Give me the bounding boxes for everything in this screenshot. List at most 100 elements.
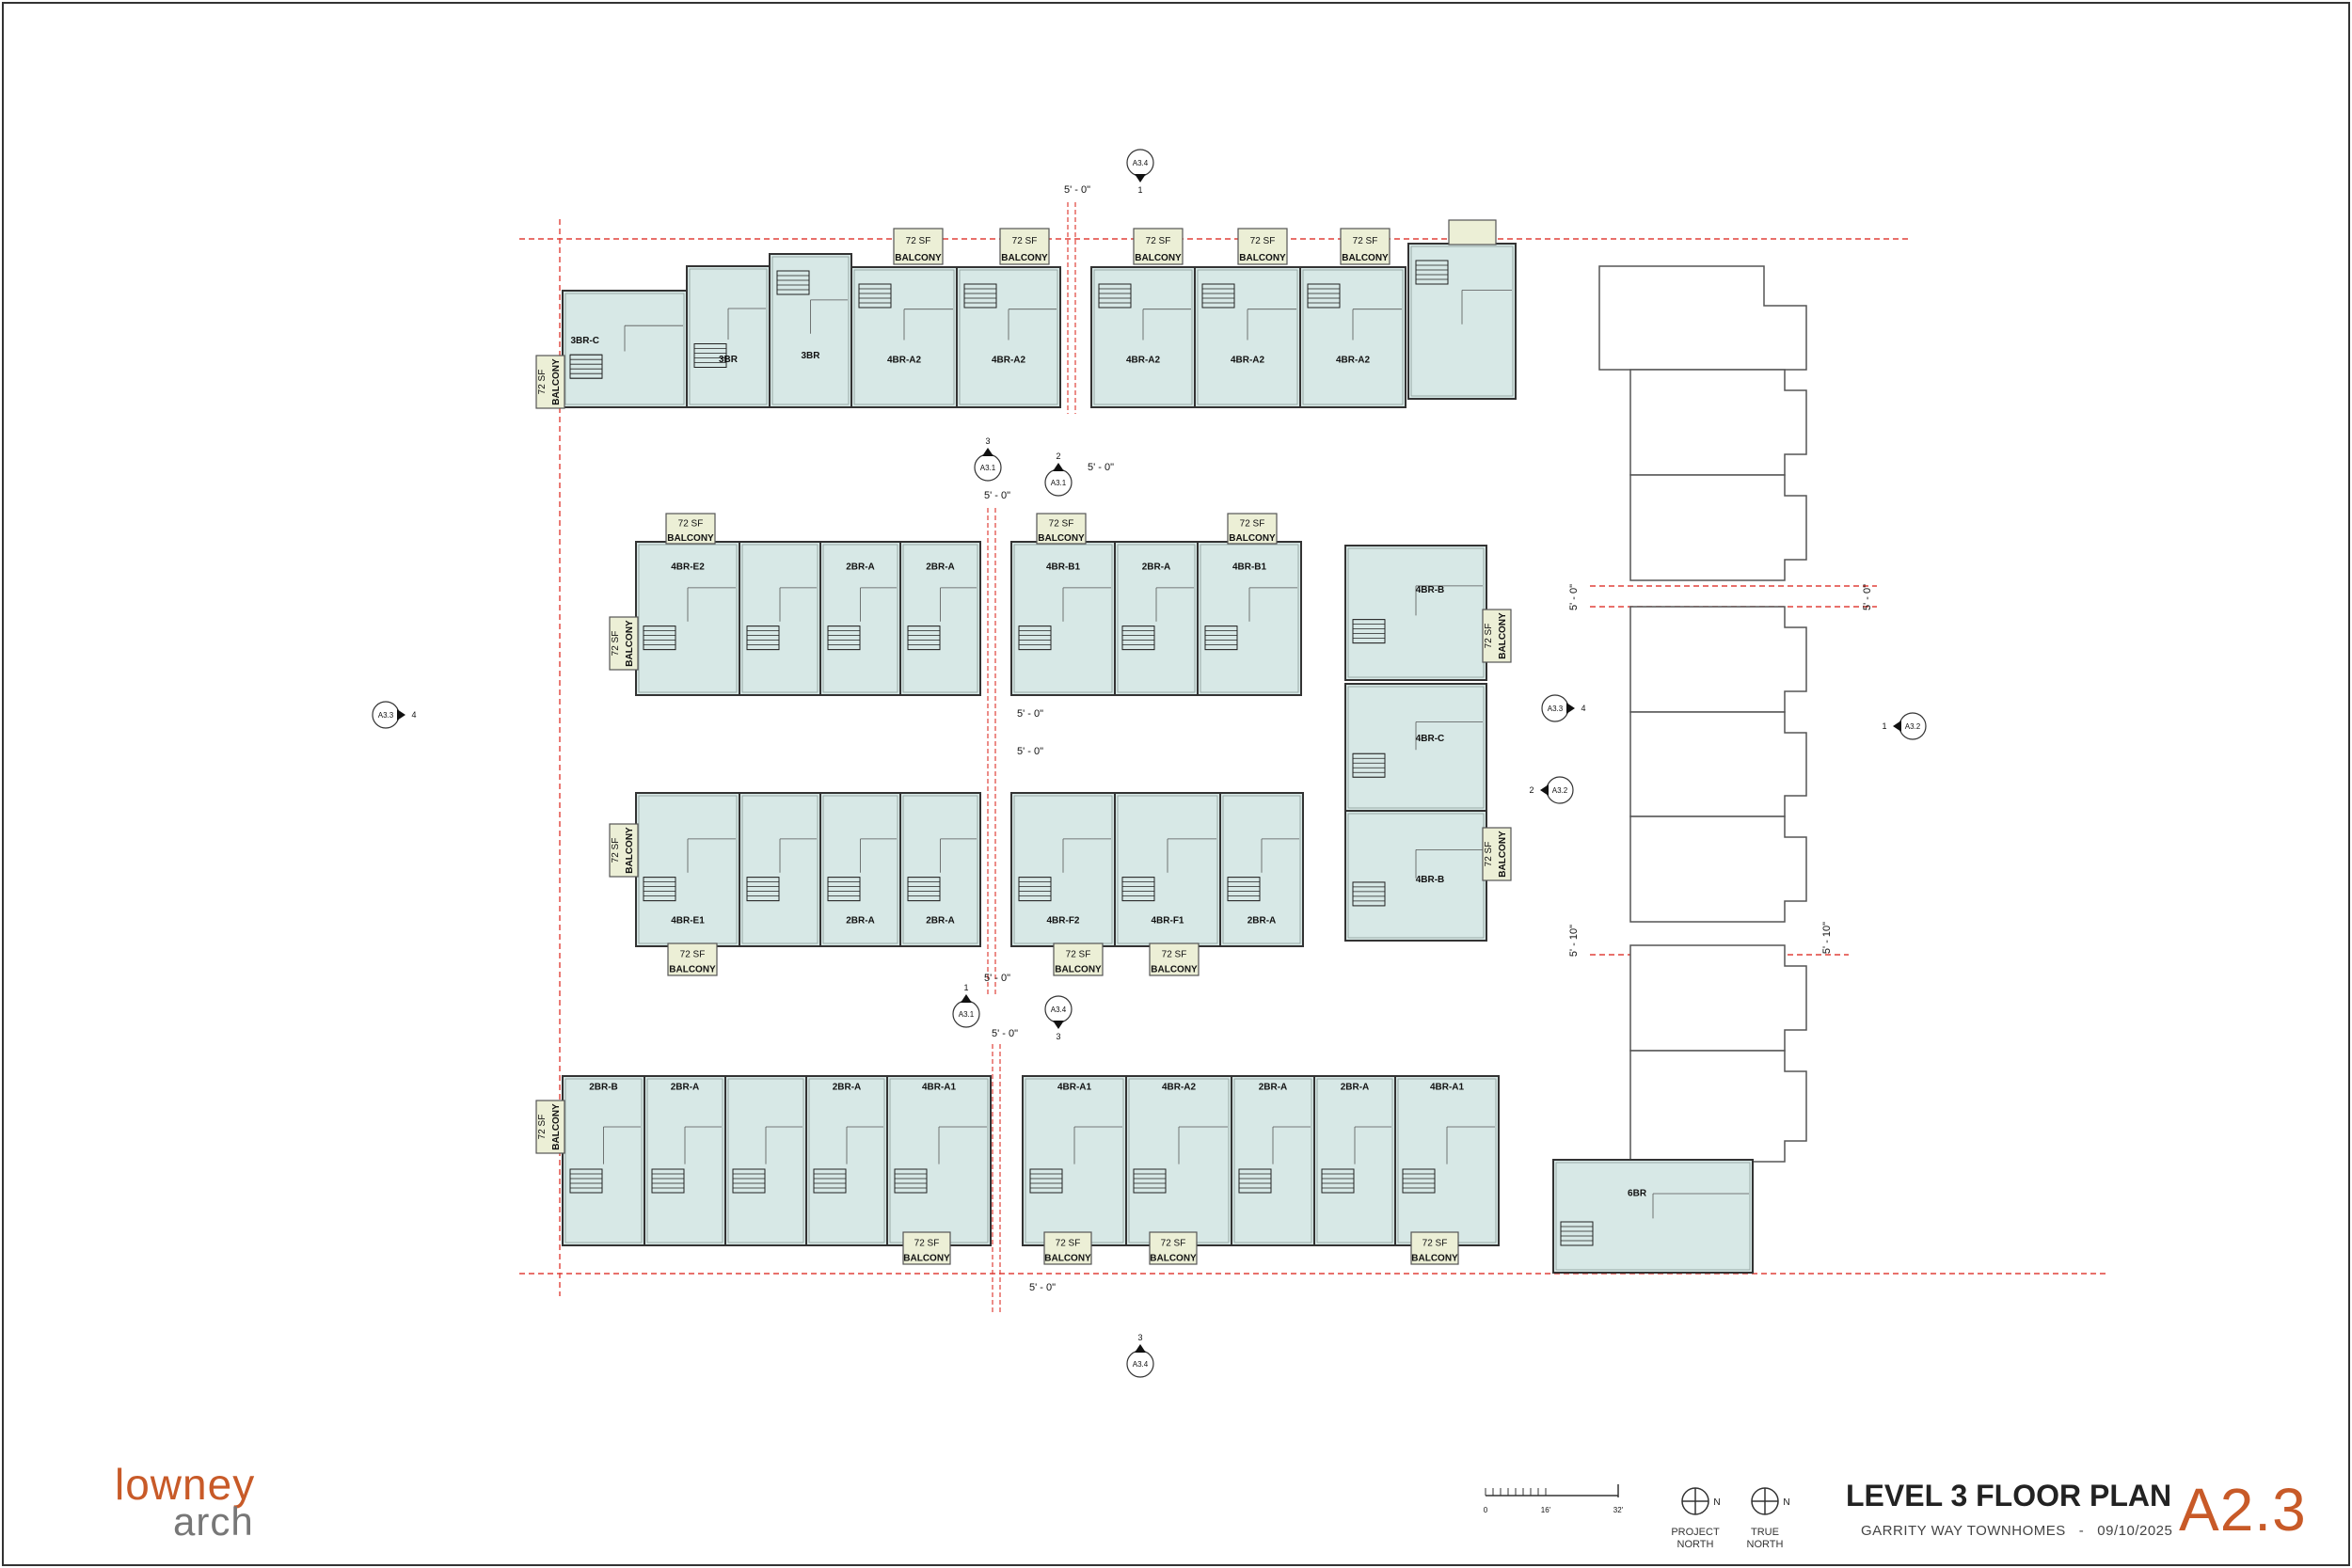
- unit-label: 4BR-A2: [1231, 355, 1265, 365]
- stair-icon: [1204, 626, 1238, 651]
- stair-icon: [1227, 877, 1261, 902]
- unit-label: 2BR-A: [926, 562, 955, 572]
- dimension-text: 5' - 0": [1017, 708, 1043, 720]
- balcony-outline: [609, 616, 639, 671]
- balcony-plain: [1448, 219, 1497, 245]
- section-marker-arrow: [1893, 721, 1901, 732]
- unit: 4BR-F1: [1114, 792, 1221, 947]
- scale-bar-label: 32': [1613, 1506, 1624, 1514]
- balcony-label: BALCONY: [1038, 533, 1085, 544]
- neighbor-unit-2: [1629, 606, 1807, 713]
- balcony-area: 72 SF: [1484, 624, 1494, 649]
- section-marker-arrow: [1566, 703, 1575, 714]
- balcony-outline: [1043, 1231, 1092, 1265]
- neighbor-unit-5: [1629, 944, 1807, 1052]
- scale-bar-label: 0: [1484, 1506, 1488, 1514]
- stair-stringer: [1204, 626, 1238, 651]
- dimension-text: 5' - 0": [984, 490, 1010, 501]
- balcony-label: BALCONY: [1055, 965, 1102, 975]
- unit-label: 4BR-A1: [1057, 1082, 1092, 1092]
- section-marker-number: 4: [411, 710, 416, 720]
- unit-label: 4BR-B1: [1046, 562, 1081, 572]
- unit: [1407, 243, 1517, 400]
- balcony-area: 72 SF: [1484, 842, 1494, 867]
- unit: 4BR-B1: [1197, 541, 1302, 696]
- unit-label: 4BR-A2: [1162, 1082, 1197, 1092]
- section-marker-arrow: [397, 709, 405, 721]
- balcony-area: 72 SF: [1162, 949, 1187, 959]
- unit-inner-wall: [741, 795, 818, 944]
- stair-stringer: [746, 877, 780, 902]
- unit-inner-wall: [1410, 245, 1514, 397]
- unit-label: 3BR: [801, 351, 820, 361]
- stair-icon: [776, 270, 810, 295]
- unit: 2BR-A: [805, 1075, 888, 1246]
- section-marker-arrow: [982, 448, 993, 456]
- stair-icon: [643, 626, 676, 651]
- unit: 2BR-B: [562, 1075, 645, 1246]
- stair-icon: [907, 877, 941, 902]
- unit-label: 2BR-A: [846, 916, 875, 927]
- unit-label: 2BR-A: [1259, 1082, 1288, 1092]
- unit: 4BR-A2: [956, 266, 1061, 408]
- section-marker-text: A3.4: [1133, 1360, 1149, 1369]
- balcony-outline: [609, 823, 639, 878]
- stair-icon: [1352, 619, 1386, 644]
- balcony-outline: [535, 355, 565, 409]
- section-marker-text: A3.4: [1051, 1006, 1067, 1014]
- project-north-label: PROJECT NORTH: [1671, 1527, 1720, 1550]
- stair-icon: [907, 626, 941, 651]
- unit-label: 2BR-A: [1341, 1082, 1370, 1092]
- balcony-area: 72 SF: [1250, 236, 1276, 246]
- unit-label: 4BR-F2: [1046, 916, 1079, 927]
- balcony-outline: [1036, 513, 1087, 545]
- unit-label: 4BR-B: [1416, 875, 1445, 885]
- unit: 3BR: [769, 253, 852, 408]
- dimension-text: 5' - 0": [1064, 184, 1090, 196]
- dimension-text: 5' - 0": [1862, 584, 1873, 610]
- stair-icon: [1307, 283, 1341, 309]
- section-marker-number: 2: [1529, 785, 1534, 795]
- unit-inner-wall: [638, 544, 738, 693]
- balcony-area: 72 SF: [1066, 949, 1091, 959]
- stair-icon: [1238, 1168, 1272, 1194]
- balcony-outline: [667, 942, 718, 976]
- unit: 2BR-A: [819, 792, 901, 947]
- balcony-outline: [1149, 1231, 1198, 1265]
- balcony-area: 72 SF: [1353, 236, 1378, 246]
- unit-label: 4BR-B: [1416, 585, 1445, 595]
- north-arrow-mark: N: [1783, 1497, 1789, 1508]
- balcony-area: 72 SF: [1161, 1238, 1186, 1248]
- unit: 4BR-A1: [1022, 1075, 1127, 1246]
- stair-stringer: [1098, 283, 1132, 309]
- stair-icon: [1121, 877, 1155, 902]
- section-marker: A3.2 2: [1529, 776, 1574, 804]
- project-name: GARRITY WAY TOWNHOMES: [1861, 1523, 2066, 1539]
- unit: 4BR-C: [1344, 683, 1487, 812]
- balcony-label: BALCONY: [1135, 253, 1182, 263]
- balcony-area: 72 SF: [1012, 236, 1038, 246]
- stair-icon: [1018, 626, 1052, 651]
- stair-stringer: [1352, 619, 1386, 644]
- unit-inner-wall: [689, 268, 768, 405]
- unit: 2BR-A: [819, 541, 901, 696]
- unit-inner-wall: [1555, 1162, 1751, 1271]
- unit: [739, 792, 821, 947]
- section-marker-text: A3.1: [959, 1010, 975, 1019]
- balcony-area: 72 SF: [1422, 1238, 1448, 1248]
- unit: 2BR-A: [899, 792, 981, 947]
- stair-stringer: [1307, 283, 1341, 309]
- stair-stringer: [1352, 752, 1386, 778]
- stair-stringer: [1352, 881, 1386, 907]
- unit: 4BR-A2: [850, 266, 958, 408]
- stair-stringer: [746, 626, 780, 651]
- sheet-date: 09/10/2025: [2097, 1523, 2173, 1539]
- section-marker-text: A3.3: [378, 711, 394, 720]
- balcony-outline: [893, 228, 944, 265]
- stair-stringer: [907, 626, 941, 651]
- section-marker-text: A3.2: [1552, 786, 1568, 795]
- unit-inner-wall: [808, 1078, 885, 1243]
